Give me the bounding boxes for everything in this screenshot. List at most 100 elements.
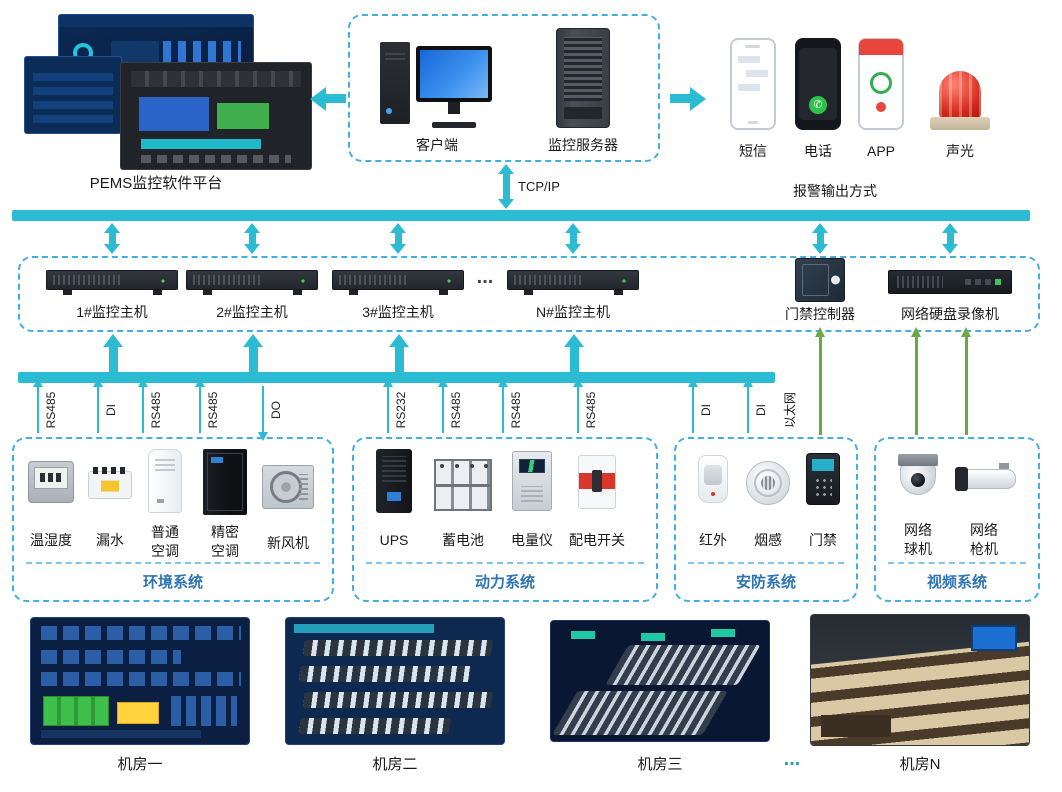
screenshot-decor [141, 139, 261, 149]
signal-label: RS485 [509, 391, 523, 429]
device-label: 烟感 [754, 532, 782, 548]
signal-label: RS485 [449, 391, 463, 429]
bullet-camera-icon [955, 463, 1016, 491]
siren-icon [930, 68, 990, 130]
power-meter-icon [512, 451, 552, 511]
room-decor [298, 718, 452, 734]
tcpip-arrow-icon [498, 164, 514, 209]
ethernet-arrow-icon [961, 327, 971, 435]
app-phone-icon [858, 38, 904, 130]
water-leak-icon [88, 467, 132, 499]
breaker-icon [578, 455, 616, 509]
call-phone-icon [795, 38, 841, 130]
power-system-box: UPS 蓄电池 电量仪 配电开关 动力系统 [352, 437, 658, 602]
monitoring-host-label: 3#监控主机 [362, 304, 434, 320]
screenshot-decor [217, 103, 269, 129]
signal-label: RS485 [44, 391, 58, 429]
device-label: 网络枪机 [970, 522, 998, 557]
signal-label: DO [269, 401, 283, 419]
room-decor [821, 715, 891, 737]
monitoring-host-icon [186, 270, 318, 295]
monitoring-host-icon [332, 270, 464, 295]
client-label: 客户端 [416, 137, 458, 153]
device-label: 新风机 [267, 535, 309, 551]
machine-room-label: 机房N [899, 756, 941, 773]
tcpip-label: TCP/IP [518, 179, 560, 194]
signal-arrow-icon [33, 378, 43, 433]
uplink-arrow-icon [243, 334, 263, 372]
dome-camera-icon [898, 454, 938, 495]
machine-room-image [285, 617, 505, 745]
device-label: 电量仪 [511, 532, 553, 548]
room-decor [298, 666, 472, 682]
machine-room-label: 机房二 [372, 756, 418, 773]
alarm-item-label: 声光 [946, 143, 974, 159]
host-link-arrow-icon [104, 223, 120, 254]
device-label: 漏水 [96, 532, 124, 548]
room-decor [302, 692, 494, 708]
control-center-box [348, 14, 660, 162]
device-label: 蓄电池 [442, 532, 484, 548]
environment-system-box: 温湿度 漏水 普通空调 精密空调 新风机 环境系统 [12, 437, 334, 602]
machine-room-image [810, 614, 1030, 746]
system-title: 动力系统 [474, 574, 535, 591]
monitoring-host-icon [507, 270, 639, 295]
video-system-box: 网络球机 网络枪机 视频系统 [874, 437, 1040, 602]
monitor-base [432, 122, 476, 128]
host-link-arrow-icon [565, 223, 581, 254]
separator [888, 562, 1026, 564]
room-decor [41, 626, 241, 640]
separator [26, 562, 320, 564]
screenshot-decor [139, 97, 209, 131]
server-icon [556, 28, 610, 128]
hosts-box [18, 256, 1040, 332]
device-label: 门禁 [809, 532, 837, 548]
monitoring-host-label: 1#监控主机 [76, 304, 148, 320]
ups-icon [376, 449, 412, 513]
signal-arrow-icon [93, 378, 103, 433]
machine-room-label: 机房三 [637, 756, 683, 773]
sms-phone-icon [730, 38, 776, 130]
signal-label: RS485 [206, 391, 220, 429]
host-link-arrow-icon [942, 223, 958, 254]
computer-monitor [416, 46, 492, 102]
alarm-item-label: APP [866, 143, 895, 159]
signal-label: RS485 [149, 391, 163, 429]
room-decor [117, 702, 159, 724]
screenshot-decor [33, 67, 113, 123]
signal-arrow-icon [258, 386, 268, 441]
signal-arrow-icon [573, 378, 583, 433]
nvr-label: 网络硬盘录像机 [901, 306, 999, 322]
monitoring-host-label: 2#监控主机 [216, 304, 288, 320]
door-controller-icon [795, 258, 845, 302]
platform-screenshot-photo [120, 62, 312, 170]
separator [366, 562, 644, 564]
room-decor [302, 640, 494, 656]
system-title: 环境系统 [142, 574, 203, 591]
flow-arrow-left-icon [310, 87, 346, 111]
host-link-arrow-icon [244, 223, 260, 254]
hosts-ellipsis: ... [476, 266, 494, 288]
room-decor [971, 625, 1017, 651]
room-decor [43, 696, 109, 726]
room-decor [571, 631, 595, 639]
room-decor [552, 691, 728, 735]
system-title: 视频系统 [926, 574, 987, 591]
ethernet-arrow-icon [815, 327, 825, 435]
alarm-item-label: 短信 [739, 143, 767, 159]
signal-arrow-icon [498, 378, 508, 433]
platform-screenshot-left [24, 56, 122, 134]
security-system-box: 红外 烟感 门禁 安防系统 [674, 437, 858, 602]
fresh-air-fan-icon [262, 465, 314, 509]
room-decor [171, 696, 237, 726]
device-label: 配电开关 [569, 532, 625, 548]
room-decor [605, 645, 761, 685]
signal-label: DI [699, 404, 713, 416]
computer-tower [380, 42, 410, 124]
machine-room-image [30, 617, 250, 745]
uplink-arrow-icon [564, 334, 584, 372]
room-decor [41, 730, 201, 738]
system-title: 安防系统 [735, 574, 796, 591]
ac-normal-icon [148, 449, 182, 513]
